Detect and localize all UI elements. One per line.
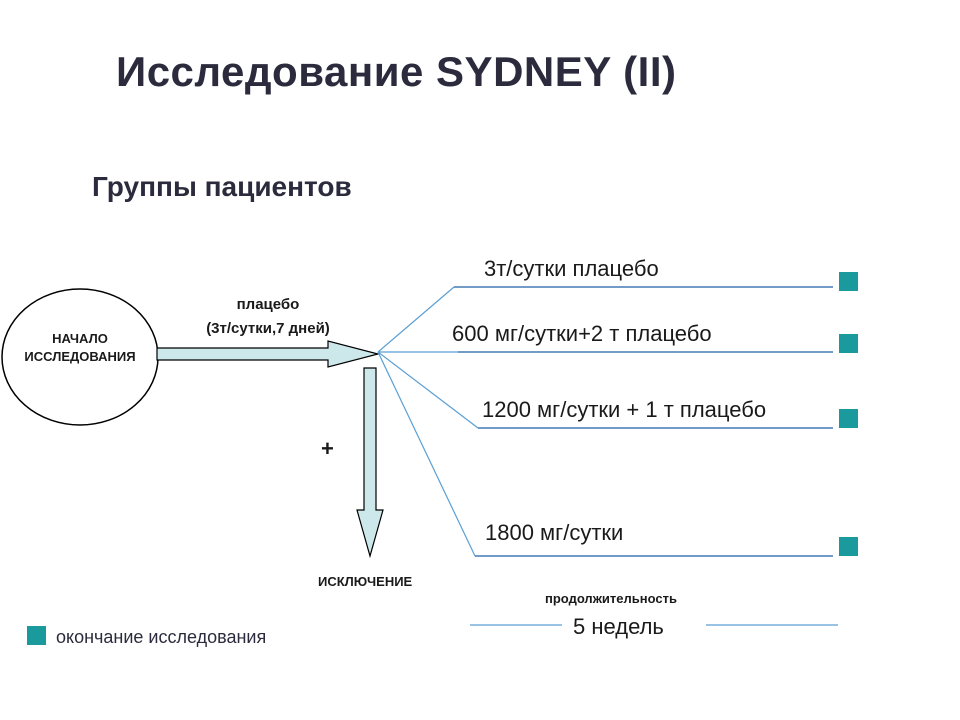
group-label-1: 3т/сутки плацебо xyxy=(484,256,659,281)
branch-line-4 xyxy=(377,351,476,557)
end-marker-1 xyxy=(839,272,858,291)
placebo-phase-line2: (3т/сутки,7 дней) xyxy=(206,320,330,337)
end-marker-3 xyxy=(839,409,858,428)
start-label-line2: ИССЛЕДОВАНИЯ xyxy=(24,349,136,364)
end-marker-4 xyxy=(839,537,858,556)
start-label-line1: НАЧАЛО xyxy=(52,331,108,346)
group-label-2: 600 мг/сутки+2 т плацебо xyxy=(452,321,712,346)
group-label-4: 1800 мг/сутки xyxy=(485,520,624,545)
duration-value: 5 недель xyxy=(573,614,664,639)
start-label: НАЧАЛО ИССЛЕДОВАНИЯ xyxy=(6,330,154,366)
branch-line-1 xyxy=(377,286,455,353)
legend-marker xyxy=(27,626,46,645)
section-subtitle: Группы пациентов xyxy=(92,171,352,202)
end-marker-2 xyxy=(839,334,858,353)
plus-sign: + xyxy=(321,436,334,461)
exclusion-arrow xyxy=(356,367,384,559)
placebo-phase-line1: плацебо xyxy=(236,296,300,313)
group-label-3: 1200 мг/сутки + 1 т плацебо xyxy=(482,397,767,422)
duration-label: продолжительность xyxy=(545,591,677,606)
placebo-phase-label: плацебо (3т/сутки,7 дней) xyxy=(168,293,368,341)
branch-line-3 xyxy=(377,351,479,429)
legend-text: окончание исследования xyxy=(56,627,267,647)
placebo-arrow xyxy=(156,340,381,368)
exclusion-label: ИСКЛЮЧЕНИЕ xyxy=(318,574,413,589)
page-title: Исследование SYDNEY (II) xyxy=(116,48,677,95)
